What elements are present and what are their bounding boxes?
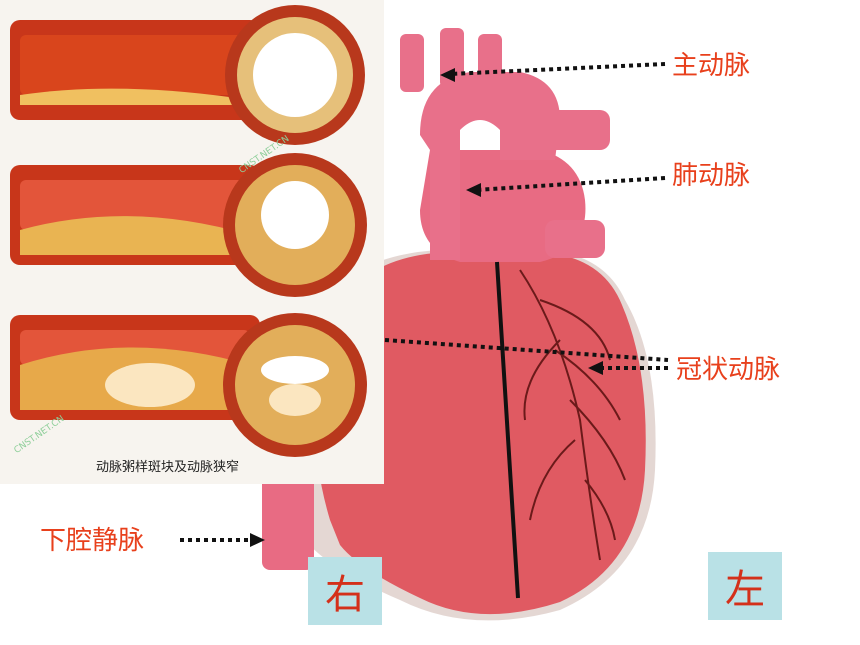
inset-caption: 动脉粥样斑块及动脉狭窄 bbox=[96, 460, 240, 475]
artery-section-3 bbox=[10, 313, 367, 457]
inferior-vena-cava bbox=[262, 470, 314, 570]
label-pulmonary-artery: 肺动脉 bbox=[672, 161, 751, 191]
label-inferior-vena-cava: 下腔静脉 bbox=[40, 526, 145, 556]
artery-section-2 bbox=[10, 153, 367, 297]
artery-section-1 bbox=[10, 5, 365, 145]
label-aorta: 主动脉 bbox=[672, 51, 751, 81]
label-coronary-artery: 冠状动脉 bbox=[676, 355, 781, 385]
side-right-box: 右 bbox=[308, 557, 382, 625]
coronary-branches bbox=[519, 269, 626, 561]
aorta-pointer bbox=[449, 62, 666, 76]
artery-inset-panel: CNST.NET.CN CNST.NET.CN 动脉粥样斑块及动脉狭窄 bbox=[0, 0, 384, 484]
side-left-box: 左 bbox=[708, 552, 782, 620]
heart-body bbox=[315, 251, 646, 615]
pulmonary-artery bbox=[420, 150, 586, 262]
septum-line bbox=[495, 261, 520, 599]
